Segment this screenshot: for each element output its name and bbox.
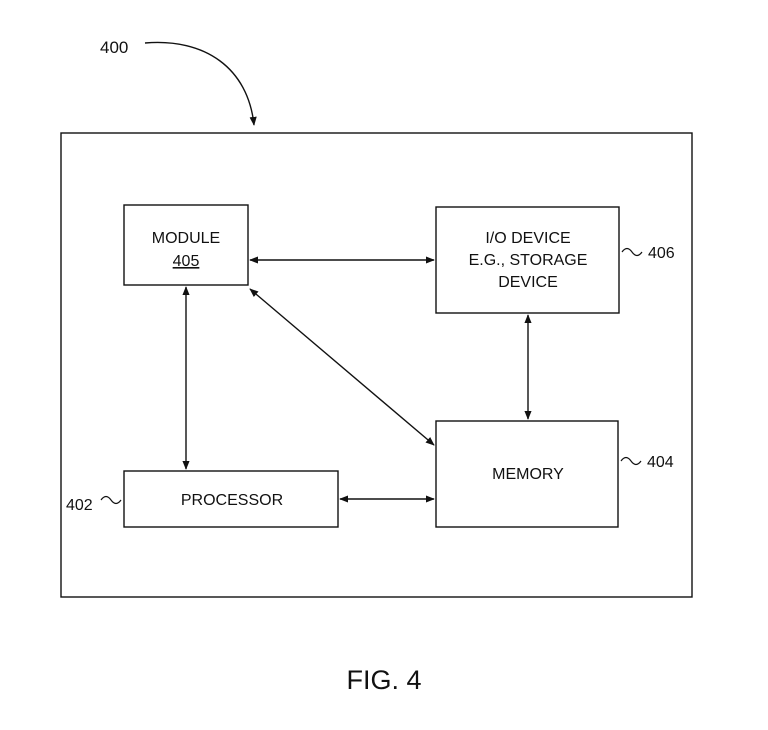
module-block [123, 204, 249, 286]
memory-block [435, 420, 619, 528]
io-device-block [435, 206, 620, 314]
module-label: MODULE [152, 230, 220, 247]
memory-label: MEMORY [492, 466, 564, 483]
processor-label: PROCESSOR [181, 492, 283, 509]
processor-ref: 402 [66, 497, 93, 514]
io-device-label-line1: I/O DEVICE [485, 230, 570, 247]
processor-block [123, 470, 339, 528]
io-device-label-line3: DEVICE [498, 274, 558, 291]
processor-ref-squiggle [100, 495, 122, 505]
memory-ref-squiggle [620, 456, 642, 466]
module-ref: 405 [173, 253, 200, 270]
io-device-label-line2: E.G., STORAGE [469, 252, 588, 269]
connector-module-memory [249, 288, 435, 446]
system-boundary [60, 132, 693, 598]
io-device-ref: 406 [648, 245, 675, 262]
memory-ref: 404 [647, 454, 674, 471]
figure-caption: FIG. 4 [346, 665, 421, 695]
io-device-ref-squiggle [621, 247, 643, 257]
figure-leader-arrow [144, 41, 257, 126]
figure-ref-400: 400 [100, 38, 128, 57]
